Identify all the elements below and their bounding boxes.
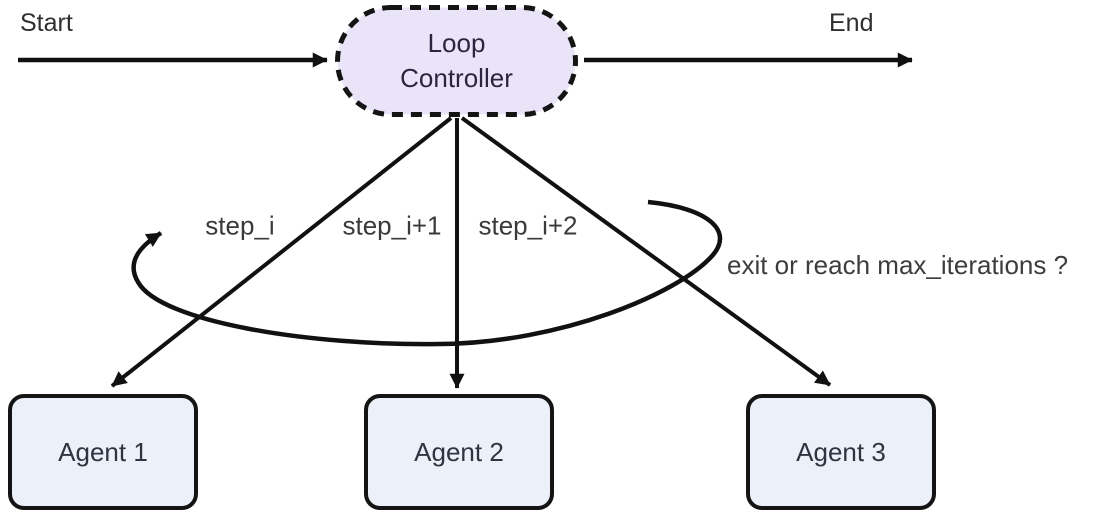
edge-label-step-i-plus-2: step_i+2 (478, 210, 578, 241)
loop-condition-label: exit or reach max_iterations ? (727, 250, 1069, 280)
loop-back-arrow (131, 199, 723, 347)
edge-to-agent3 (460, 116, 832, 387)
agent1-node: Agent 1 (8, 394, 198, 510)
agent3-node: Agent 3 (746, 394, 936, 510)
edge-label-step-i: step_i (205, 210, 275, 241)
agent2-label: Agent 2 (414, 436, 504, 467)
edge-label-step-i-plus-1: step_i+1 (342, 210, 442, 241)
loop-controller-node (335, 5, 578, 117)
start-label: Start (20, 9, 73, 37)
agent2-node: Agent 2 (364, 394, 554, 510)
agent1-label: Agent 1 (58, 436, 148, 467)
loop-controller-label-line2: Controller (400, 63, 513, 93)
agent3-label: Agent 3 (796, 436, 886, 467)
edge-to-agent1 (110, 116, 453, 388)
loop-controller-label-line1: Loop (427, 28, 486, 58)
loop-controller-label: Loop Controller (335, 5, 578, 117)
end-label: End (829, 9, 874, 37)
